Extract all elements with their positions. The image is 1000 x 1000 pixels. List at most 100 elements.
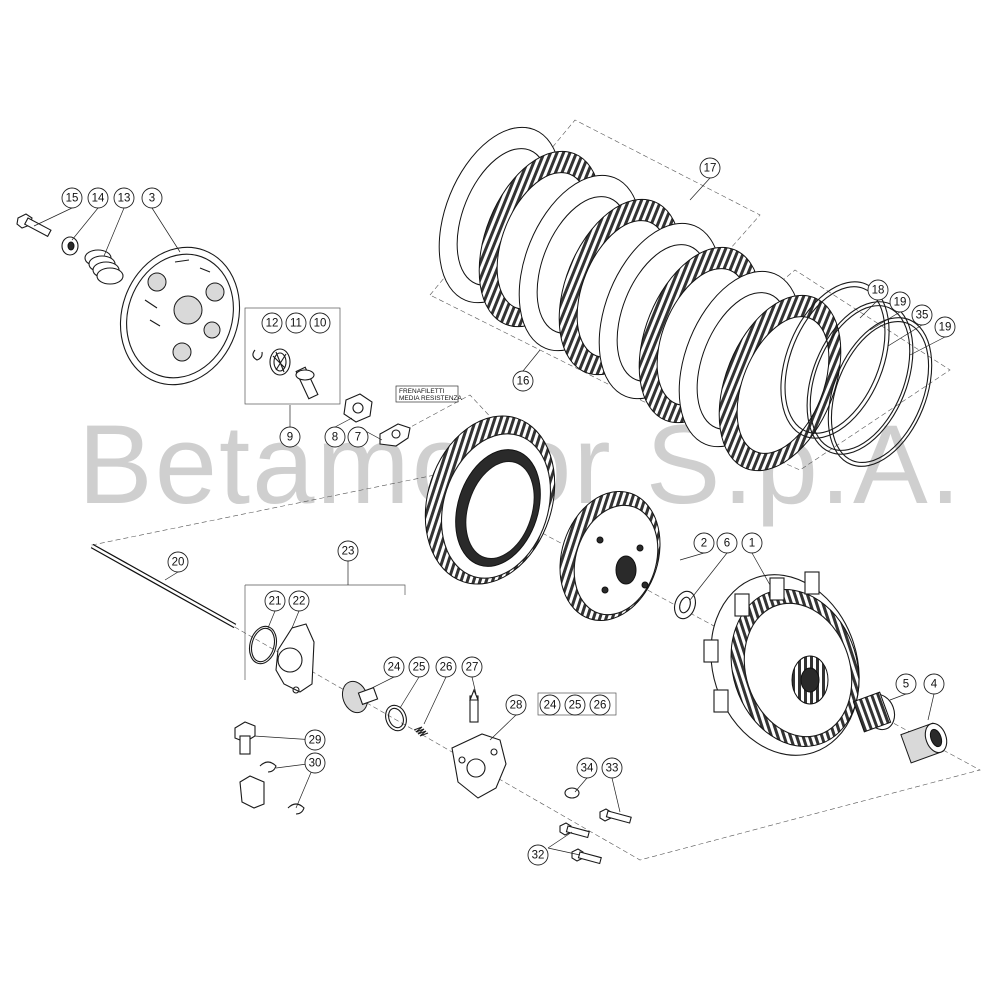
leader-line xyxy=(522,349,541,372)
callout-label: 28 xyxy=(510,700,523,712)
callout-label: 29 xyxy=(309,735,322,747)
callout-26: 26 xyxy=(589,694,611,716)
leader-line xyxy=(547,847,581,856)
callout-circle xyxy=(279,426,301,448)
callout-13: 13 xyxy=(113,187,135,209)
callout-17: 17 xyxy=(699,157,721,179)
part-34-washer xyxy=(564,787,580,799)
callout-label: 35 xyxy=(916,310,929,322)
callout-label: 12 xyxy=(266,318,279,330)
clutch-pack-assembly xyxy=(424,415,556,585)
callout-label: 26 xyxy=(594,700,607,712)
leader-line xyxy=(371,676,395,689)
callout-8: 8 xyxy=(324,426,346,448)
leader-line xyxy=(151,207,181,253)
callout-label: 3 xyxy=(149,193,155,205)
leader-line xyxy=(574,777,588,793)
part-2-clutch-hub xyxy=(559,491,661,621)
callout-circle xyxy=(261,312,283,334)
callout-circle xyxy=(741,532,763,554)
note-line1: FRENAFILETTI xyxy=(399,388,445,395)
callout-label: 20 xyxy=(172,557,185,569)
leader-line xyxy=(103,207,125,257)
callout-35: 35 xyxy=(911,304,933,326)
callout-label: 25 xyxy=(413,662,426,674)
callout-circle xyxy=(288,590,310,612)
leader-line xyxy=(909,336,946,356)
callout-label: 25 xyxy=(569,700,582,712)
leader-line xyxy=(489,714,517,741)
callout-circle xyxy=(141,187,163,209)
callout-7: 7 xyxy=(347,426,369,448)
callout-label: 5 xyxy=(903,679,909,691)
note-line2: MEDIA RESISTENZA xyxy=(399,395,463,402)
callout-label: 18 xyxy=(872,285,885,297)
callout-circle xyxy=(867,279,889,301)
callout-21: 21 xyxy=(264,590,286,612)
callout-circle xyxy=(564,694,586,716)
callout-18: 18 xyxy=(867,279,889,301)
callout-circle xyxy=(527,844,549,866)
part-18-19-35-rings xyxy=(780,281,933,467)
callout-26: 26 xyxy=(435,656,457,678)
callout-4: 4 xyxy=(923,673,945,695)
callout-circle xyxy=(435,656,457,678)
part-6-thrust-washer xyxy=(674,590,696,620)
callout-28: 28 xyxy=(505,694,527,716)
part-30-fittings xyxy=(239,761,305,815)
leader-line xyxy=(471,676,477,695)
callout-circle xyxy=(304,729,326,751)
callout-6: 6 xyxy=(716,532,738,554)
callout-circle xyxy=(539,694,561,716)
callout-3: 3 xyxy=(141,187,163,209)
part-32-bolts xyxy=(559,822,602,865)
threadlocker-note: FRENAFILETTI MEDIA RESISTENZA xyxy=(395,385,463,403)
leader-line xyxy=(611,777,621,813)
callout-24: 24 xyxy=(539,694,561,716)
callout-29: 29 xyxy=(304,729,326,751)
part-14-washer xyxy=(61,236,79,256)
callout-20: 20 xyxy=(167,551,189,573)
part-16-17-clutch-discs xyxy=(438,126,842,472)
callout-circle xyxy=(693,532,715,554)
callout-circle xyxy=(505,694,527,716)
callout-label: 11 xyxy=(290,318,302,330)
callout-circle xyxy=(264,590,286,612)
part-20-push-rod xyxy=(90,543,237,629)
part-4-bushing xyxy=(900,722,948,764)
callout-circle xyxy=(934,316,956,338)
callout-circle xyxy=(61,187,83,209)
leader-line xyxy=(71,207,99,241)
callout-16: 16 xyxy=(512,370,534,392)
callout-circle xyxy=(461,656,483,678)
leader-line xyxy=(889,693,907,701)
callout-circle xyxy=(285,312,307,334)
callout-1: 1 xyxy=(741,532,763,554)
callout-label: 23 xyxy=(342,546,355,558)
callout-25: 25 xyxy=(564,694,586,716)
callout-label: 32 xyxy=(532,850,545,862)
callout-label: 33 xyxy=(606,763,619,775)
callout-circle xyxy=(716,532,738,554)
leader-line xyxy=(33,207,73,227)
callout-circle xyxy=(601,757,623,779)
part-8-nut xyxy=(343,393,373,423)
leader-line xyxy=(267,610,276,629)
callout-circle xyxy=(167,551,189,573)
callout-circle xyxy=(347,426,369,448)
callout-label: 30 xyxy=(309,758,322,770)
callout-label: 21 xyxy=(269,596,282,608)
callout-circle xyxy=(113,187,135,209)
callout-27: 27 xyxy=(461,656,483,678)
callout-label: 6 xyxy=(724,538,730,550)
part-29-banjo-bolt xyxy=(234,721,256,755)
leader-line xyxy=(547,831,573,849)
leader-line xyxy=(859,299,879,319)
callout-11: 11 xyxy=(285,312,307,334)
callout-label: 7 xyxy=(355,432,361,444)
callout-19: 19 xyxy=(889,291,911,313)
callout-label: 27 xyxy=(466,662,479,674)
part-13-spring xyxy=(84,249,124,285)
